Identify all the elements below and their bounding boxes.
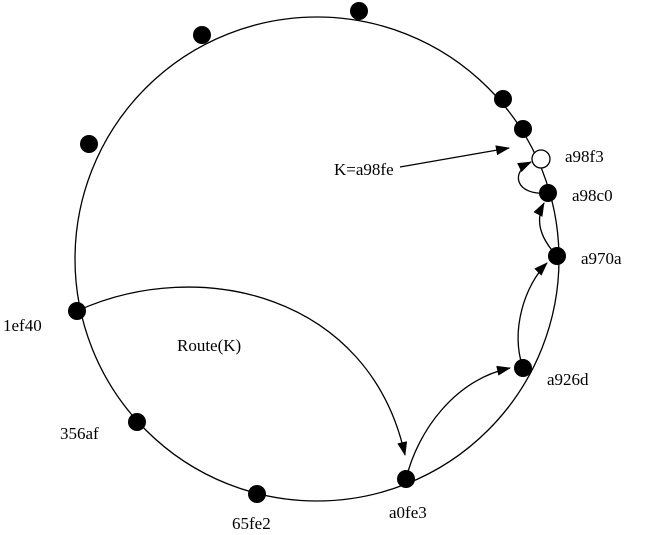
label-356af: 356af: [60, 424, 99, 443]
route-hop-1ef40-a0fe3: [76, 286, 408, 456]
label-a970a: a970a: [581, 249, 622, 268]
route-hop-a970a-a98c0: [533, 202, 558, 257]
key-pointer-arrow: [399, 145, 510, 168]
node-65fe2: [248, 485, 266, 503]
node-a98f3: [531, 149, 551, 169]
label-65fe2: 65fe2: [232, 514, 271, 533]
ring-node: [80, 135, 98, 153]
label-a98c0: a98c0: [572, 186, 613, 205]
route-label: Route(K): [177, 336, 241, 355]
route-hop-a926d-a970a: [517, 262, 548, 369]
label-a0fe3: a0fe3: [389, 503, 427, 522]
label-a98f3: a98f3: [565, 147, 604, 166]
label-a926d: a926d: [547, 370, 589, 389]
ring-node: [514, 120, 532, 138]
ring-node: [193, 26, 211, 44]
key-label: K=a98fe: [334, 160, 394, 179]
route-hop-a98c0-a98f3: [517, 161, 549, 194]
node-356af: [128, 413, 146, 431]
id-ring: [74, 16, 560, 502]
label-1ef40: 1ef40: [3, 316, 42, 335]
ring-node: [350, 2, 368, 20]
ring-node: [494, 90, 512, 108]
route-hop-a0fe3-a926d: [405, 365, 511, 480]
